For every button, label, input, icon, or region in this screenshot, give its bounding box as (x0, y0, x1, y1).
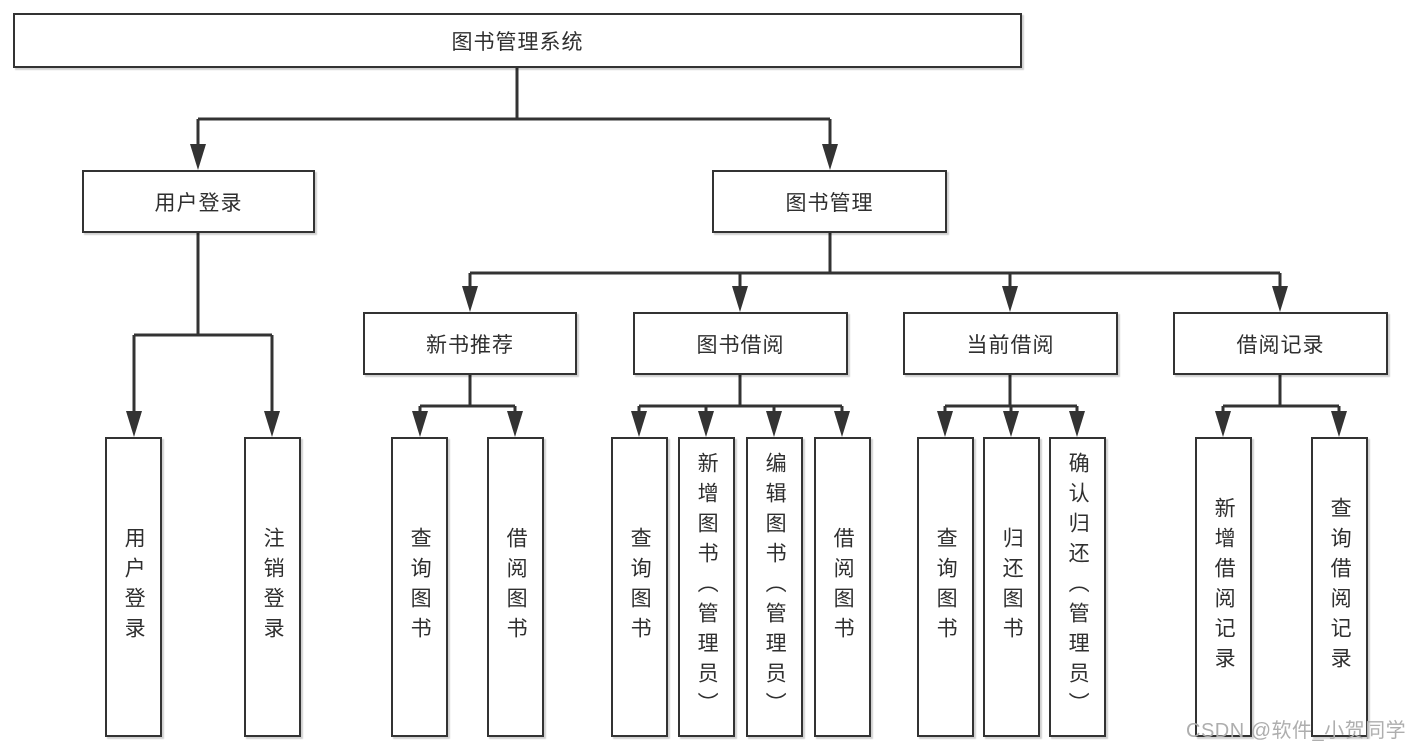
leaf-newbook-query-books: 查询图书 (391, 437, 448, 737)
node-borrowing-records-label: 借阅记录 (1236, 333, 1325, 357)
leaf-records-add-record-label: 新增借阅记录 (1212, 497, 1236, 677)
leaf-borrow-query-books-label: 查询图书 (628, 527, 652, 647)
leaf-logout: 注销登录 (244, 437, 301, 737)
node-book-borrowing: 图书借阅 (633, 312, 848, 375)
leaf-logout-label: 注销登录 (261, 527, 285, 647)
leaf-current-return-books-label: 归还图书 (1000, 527, 1024, 647)
leaf-current-query-books-label: 查询图书 (934, 527, 958, 647)
node-book-management: 图书管理 (712, 170, 947, 233)
leaf-borrow-query-books: 查询图书 (611, 437, 668, 737)
leaf-borrow-borrow-books: 借阅图书 (814, 437, 871, 737)
node-current-borrowing-label: 当前借阅 (966, 333, 1055, 357)
node-library-system-label: 图书管理系统 (451, 30, 584, 54)
leaf-borrow-add-books-admin-label: 新增图书（管理员） (695, 452, 719, 722)
leaf-user-login-label: 用户登录 (122, 527, 146, 647)
node-borrowing-records: 借阅记录 (1173, 312, 1388, 375)
leaf-newbook-query-books-label: 查询图书 (408, 527, 432, 647)
node-book-borrowing-label: 图书借阅 (696, 333, 785, 357)
node-library-system: 图书管理系统 (13, 13, 1022, 68)
leaf-user-login: 用户登录 (105, 437, 162, 737)
node-new-book-recommend-label: 新书推荐 (426, 333, 514, 357)
leaf-newbook-borrow-books: 借阅图书 (487, 437, 544, 737)
leaf-current-query-books: 查询图书 (917, 437, 974, 737)
leaf-borrow-edit-books-admin-label: 编辑图书（管理员） (763, 452, 787, 722)
leaf-records-query-record: 查询借阅记录 (1311, 437, 1368, 737)
node-current-borrowing: 当前借阅 (903, 312, 1118, 375)
leaf-records-add-record: 新增借阅记录 (1195, 437, 1252, 737)
leaf-borrow-edit-books-admin: 编辑图书（管理员） (746, 437, 803, 737)
node-user-login-label: 用户登录 (154, 191, 243, 215)
leaf-newbook-borrow-books-label: 借阅图书 (504, 527, 528, 647)
node-book-management-label: 图书管理 (785, 191, 874, 215)
leaf-current-return-books: 归还图书 (983, 437, 1040, 737)
csdn-watermark: CSDN @软件_小贺同学 (1186, 720, 1405, 742)
leaf-borrow-add-books-admin: 新增图书（管理员） (678, 437, 735, 737)
leaf-current-confirm-return-admin: 确认归还（管理员） (1049, 437, 1106, 737)
leaf-current-confirm-return-admin-label: 确认归还（管理员） (1066, 452, 1090, 722)
leaf-borrow-borrow-books-label: 借阅图书 (831, 527, 855, 647)
leaf-records-query-record-label: 查询借阅记录 (1328, 497, 1352, 677)
node-new-book-recommend: 新书推荐 (363, 312, 577, 375)
node-user-login: 用户登录 (82, 170, 315, 233)
